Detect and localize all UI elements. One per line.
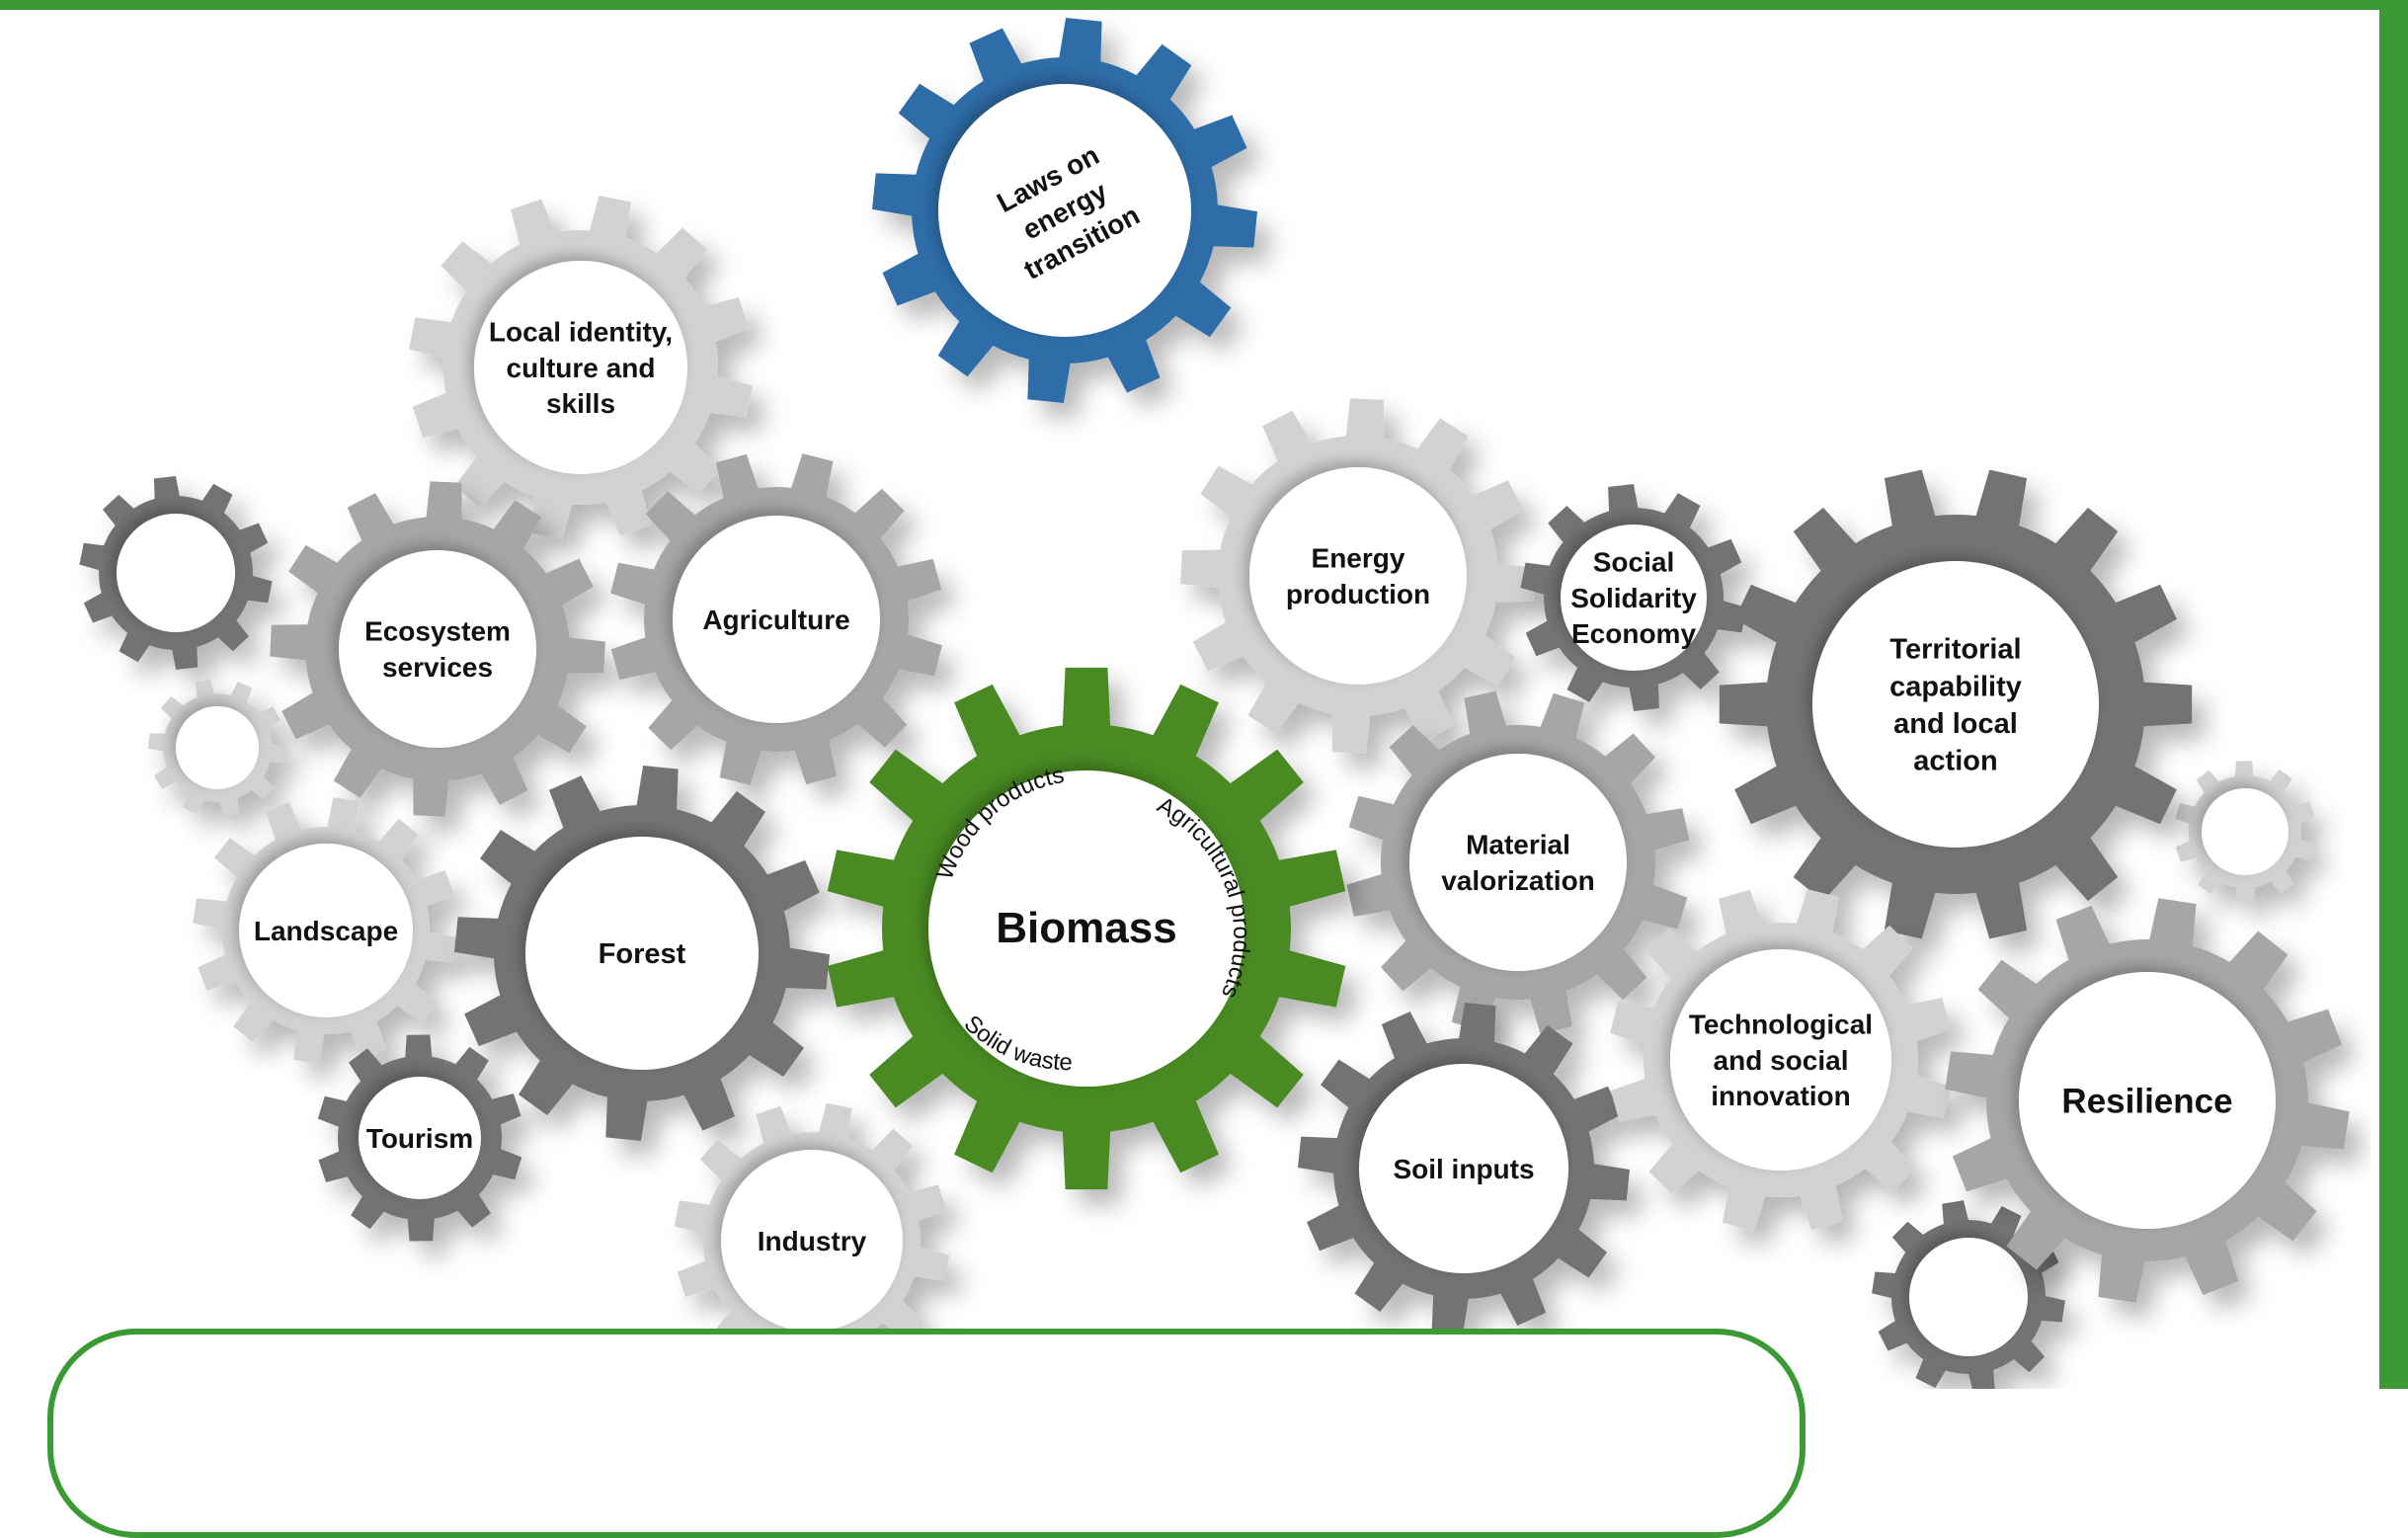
caption-box [47,1329,1806,1538]
gear-soil: Soil inputs [1298,1003,1630,1335]
gear-resilience: Resilience [1945,898,2350,1303]
top-border [0,0,2408,10]
gear-label-agriculture: Agriculture [702,605,849,635]
small-gear-left-top [79,476,273,670]
gear-label-industry: Industry [758,1226,867,1256]
gear-label-landscape: Landscape [254,916,398,946]
small-gear-left-mid [148,679,286,817]
gear-label-forest: Forest [599,938,686,970]
right-border-gap [2370,10,2379,1389]
gear-label-resilience: Resilience [2061,1082,2232,1120]
gear-tourism: Tourism [317,1034,522,1242]
gear-forest: Forest [454,766,830,1141]
right-border [2379,0,2408,1389]
biomass-title: Biomass [996,904,1176,952]
gear-industry: Industry [674,1102,950,1379]
gear-laws: Laws onenergytransition [872,18,1257,403]
gear-landscape: Landscape [193,797,459,1064]
gear-label-tourism: Tourism [366,1123,473,1154]
gear-label-soil: Soil inputs [1393,1154,1534,1184]
gear-agriculture: Agriculture [610,453,942,785]
small-gear-right-top [2175,761,2315,903]
